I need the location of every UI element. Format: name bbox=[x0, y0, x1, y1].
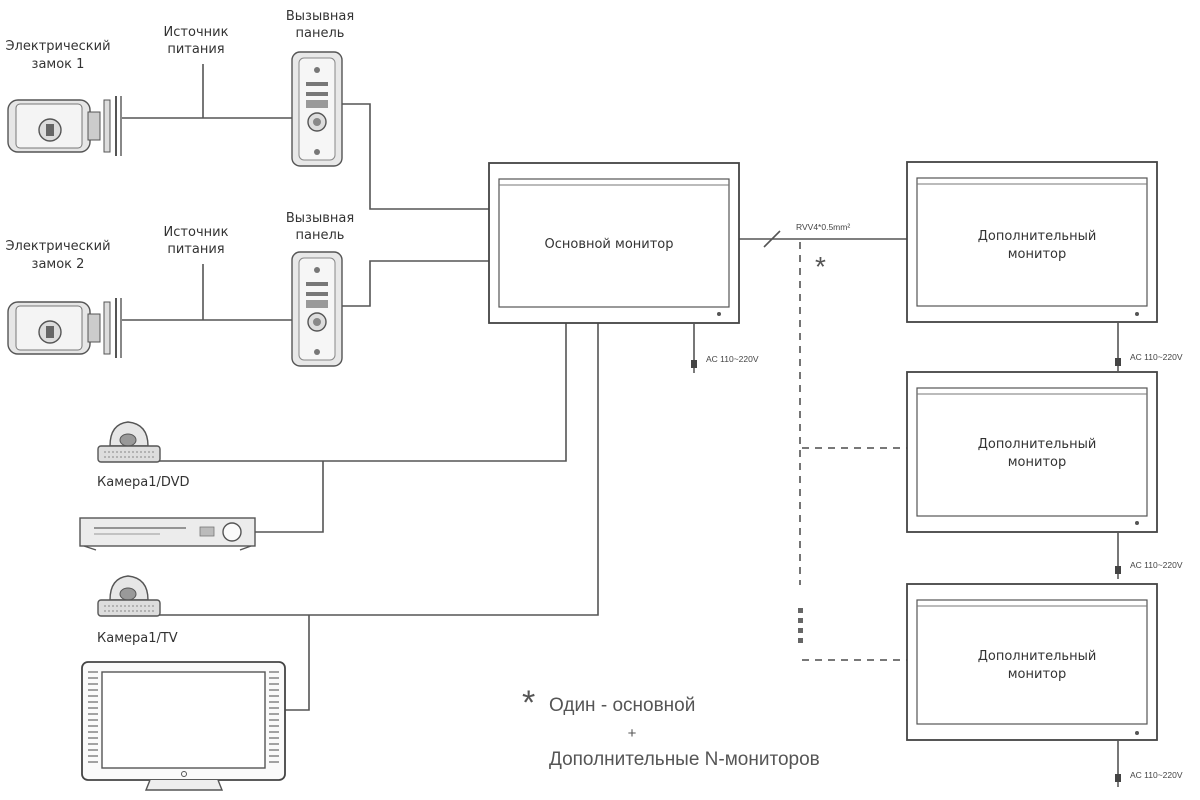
extra-monitor-1: Дополнительный монитор AC 110~220V bbox=[906, 161, 1183, 371]
extra-monitor-3: Дополнительный монитор AC 110~220V bbox=[906, 583, 1183, 787]
extra1-label-line2: монитор bbox=[1008, 247, 1067, 262]
tv-icon bbox=[81, 661, 286, 791]
camera-tv-label: Камера1/TV bbox=[97, 631, 178, 646]
tv bbox=[81, 661, 286, 791]
power-plug-icon bbox=[1115, 774, 1121, 787]
cable-tick bbox=[763, 230, 781, 248]
camera-dvd-label: Камера1/DVD bbox=[97, 475, 190, 490]
call-panel-1: Вызывная панель bbox=[286, 9, 354, 167]
wire-dvd bbox=[255, 461, 324, 533]
dome-camera-icon bbox=[97, 421, 161, 463]
main-monitor: Основной монитор AC 110~220V bbox=[488, 162, 759, 373]
power1-label-line2: питания bbox=[167, 42, 224, 57]
camera-tv: Камера1/TV bbox=[97, 575, 178, 646]
extra2-label-line2: монитор bbox=[1008, 455, 1067, 470]
electric-lock-icon bbox=[7, 96, 122, 156]
lock1-label-line2: замок 1 bbox=[32, 57, 85, 72]
call-panel-icon bbox=[291, 251, 343, 367]
dvd-player bbox=[79, 517, 256, 551]
monitor-icon bbox=[488, 162, 740, 324]
electric-lock-2: Электрический замок 2 bbox=[5, 239, 122, 358]
asterisk-marker: * bbox=[815, 251, 826, 282]
wire-panel1-main bbox=[340, 103, 489, 210]
main-ac-label: AC 110~220V bbox=[706, 354, 759, 364]
lock1-label-line1: Электрический bbox=[5, 39, 110, 54]
extra3-label-line1: Дополнительный bbox=[978, 649, 1097, 664]
extra3-ac-label: AC 110~220V bbox=[1130, 770, 1183, 780]
cable-label: RVV4*0.5mm² bbox=[796, 222, 850, 232]
main-monitor-label: Основной монитор bbox=[544, 237, 673, 252]
wire-camera2-main bbox=[155, 323, 599, 616]
electric-lock-1: Электрический замок 1 bbox=[5, 39, 122, 156]
power-plug-icon bbox=[1115, 566, 1121, 579]
power2-label-line2: питания bbox=[167, 242, 224, 257]
extra-monitor-2: Дополнительный монитор AC 110~220V bbox=[906, 371, 1183, 579]
panel1-label-line2: панель bbox=[296, 26, 345, 41]
lock2-label-line1: Электрический bbox=[5, 239, 110, 254]
more-monitors-dots bbox=[798, 608, 803, 643]
extra1-label-line1: Дополнительный bbox=[978, 229, 1097, 244]
monitor-icon bbox=[906, 161, 1158, 323]
power1-label-line1: Источник bbox=[164, 25, 229, 40]
monitor-icon bbox=[906, 371, 1158, 533]
footnote-line2: Дополнительные N-мониторов bbox=[549, 749, 820, 770]
footnote-line1: Один - основной bbox=[549, 695, 695, 716]
footnote-plus: + bbox=[628, 725, 637, 742]
panel2-label-line1: Вызывная bbox=[286, 211, 354, 226]
power-plug-icon bbox=[1115, 358, 1121, 371]
electric-lock-icon bbox=[7, 298, 122, 358]
wire-tv bbox=[285, 615, 310, 711]
panel1-label-line1: Вызывная bbox=[286, 9, 354, 24]
footnote: * Один - основной + Дополнительные N-мон… bbox=[522, 684, 820, 770]
call-panel-2: Вызывная панель bbox=[286, 211, 354, 367]
footnote-asterisk: * bbox=[522, 684, 535, 722]
extra2-label-line1: Дополнительный bbox=[978, 437, 1097, 452]
wire-panel2-main bbox=[340, 260, 489, 307]
dvd-player-icon bbox=[79, 517, 256, 551]
extra2-ac-label: AC 110~220V bbox=[1130, 560, 1183, 570]
wire-camera1-main bbox=[155, 323, 567, 462]
monitor-icon bbox=[906, 583, 1158, 741]
extra1-ac-label: AC 110~220V bbox=[1130, 352, 1183, 362]
dome-camera-icon bbox=[97, 575, 161, 617]
call-panel-icon bbox=[291, 51, 343, 167]
lock2-label-line2: замок 2 bbox=[32, 257, 85, 272]
power-plug-icon bbox=[691, 360, 697, 373]
camera-dvd: Камера1/DVD bbox=[97, 421, 190, 490]
panel2-label-line2: панель bbox=[296, 228, 345, 243]
wires bbox=[122, 64, 907, 711]
extra3-label-line2: монитор bbox=[1008, 667, 1067, 682]
power2-label-line1: Источник bbox=[164, 225, 229, 240]
